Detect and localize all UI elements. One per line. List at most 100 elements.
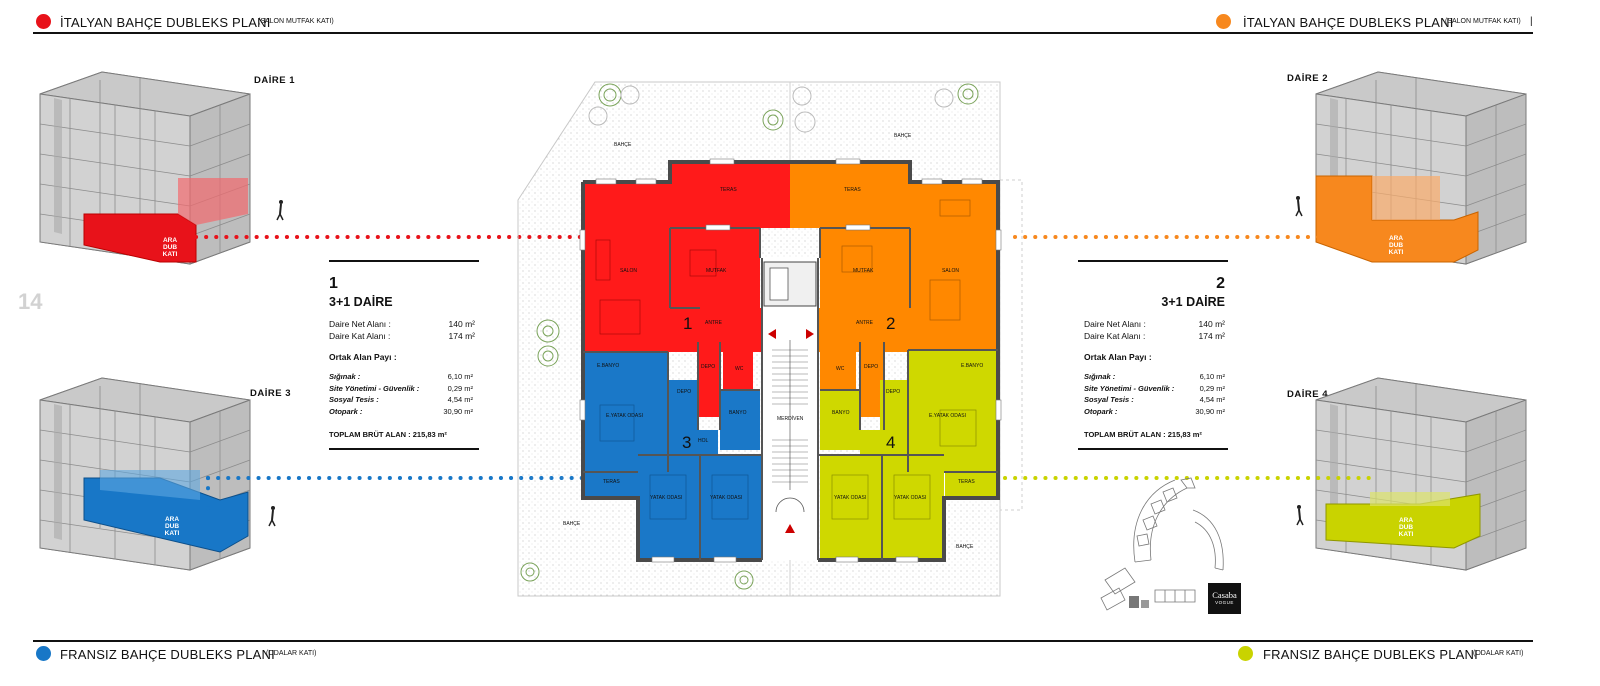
- site-plan-sketch: [1100, 477, 1224, 611]
- arrow-up-icon: [785, 524, 795, 533]
- label-yatak-4b: YATAK ODASI: [894, 495, 927, 501]
- label-wc-1: WC: [735, 366, 744, 372]
- label-merdiven: MERDİVEN: [777, 416, 804, 422]
- label-bahce: BAHÇE: [956, 544, 974, 550]
- panel-kat-row: Daire Kat Alanı :174 m²: [329, 330, 475, 341]
- label-mutfak-2: MUTFAK: [853, 268, 874, 274]
- svg-text:KATI: KATI: [1389, 249, 1404, 256]
- svg-text:ARA: ARA: [1399, 517, 1413, 524]
- person-icon: [268, 196, 1304, 527]
- label-bahce: BAHÇE: [563, 521, 581, 527]
- svg-text:DUB: DUB: [1389, 242, 1403, 249]
- unit-1: [583, 162, 790, 417]
- arrow-right-icon: [806, 329, 814, 339]
- unit-number-2: 2: [886, 314, 896, 333]
- svg-text:ARA: ARA: [1389, 235, 1403, 242]
- panel-unit-type: 3+1 DAİRE: [329, 295, 393, 309]
- panel-total: TOPLAM BRÜT ALAN : 215,83 m²: [1084, 430, 1202, 439]
- label-salon-1: SALON: [620, 268, 637, 274]
- building-label-daire-3: DAİRE 3: [250, 388, 291, 399]
- label-depo-4: DEPO: [886, 389, 901, 395]
- panel-rule-bottom: [329, 448, 479, 450]
- label-teras-2: TERAS: [844, 187, 861, 193]
- blue-legend-dot: [36, 646, 51, 661]
- header-mark-top-right: |: [1530, 16, 1533, 27]
- panel-net-row: Daire Net Alanı :140 m²: [329, 319, 475, 329]
- label-yatak-3b: YATAK ODASI: [710, 495, 743, 501]
- building-label-daire-2: DAİRE 2: [1287, 73, 1328, 84]
- svg-text:ARA: ARA: [165, 516, 179, 523]
- svg-text:KATI: KATI: [165, 530, 180, 537]
- label-yatak-4a: YATAK ODASI: [834, 495, 867, 501]
- label-salon-2: SALON: [942, 268, 959, 274]
- panel-rule-top: [1078, 260, 1228, 262]
- header-title-top-right: İTALYAN BAHÇE DUBLEKS PLANI: [1243, 15, 1454, 30]
- label-bahce: BAHÇE: [894, 133, 912, 139]
- label-teras-3: TERAS: [603, 479, 620, 485]
- header-title-bottom-right: FRANSIZ BAHÇE DUBLEKS PLANI: [1263, 647, 1478, 662]
- header-title-top-left: İTALYAN BAHÇE DUBLEKS PLANI: [60, 15, 271, 30]
- casaba-logo: Casaba VOGUE: [1208, 583, 1241, 614]
- panel-kat-row: Daire Kat Alanı :174 m²: [1084, 330, 1225, 341]
- label-banyo-4: BANYO: [832, 410, 850, 416]
- floor-plan: [517, 81, 1023, 597]
- tree-icon: [520, 83, 979, 590]
- svg-text:DUB: DUB: [163, 244, 177, 251]
- panel-rule-bottom: [1078, 448, 1228, 450]
- panel-total: TOPLAM BRÜT ALAN : 215,83 m²: [329, 430, 447, 439]
- label-ebanyo-3: E.BANYO: [597, 363, 620, 369]
- panel-ortak: Ortak Alan Payı :: [1084, 352, 1152, 362]
- label-teras-1: TERAS: [720, 187, 737, 193]
- top-rule: [33, 32, 1533, 34]
- svg-text:DUB: DUB: [165, 523, 179, 530]
- svg-text:ARA: ARA: [163, 237, 177, 244]
- svg-text:KATI: KATI: [1399, 531, 1414, 538]
- logo-text-casaba: Casaba: [1212, 590, 1237, 600]
- logo-text-vogue: VOGUE: [1215, 600, 1234, 605]
- header-sub-top-left: (SALON MUTFAK KATI): [258, 18, 334, 25]
- header-title-bottom-left: FRANSIZ BAHÇE DUBLEKS PLANI: [60, 647, 275, 662]
- header-sub-bottom-right: (ODALAR KATI): [1473, 650, 1524, 657]
- unit-number-3: 3: [682, 433, 692, 452]
- page-number: 14: [18, 289, 43, 314]
- label-ebanyo-4: E.BANYO: [961, 363, 984, 369]
- yellow-legend-dot: [1238, 646, 1253, 661]
- label-eyatak-3: E.YATAK ODASI: [606, 413, 643, 419]
- bottom-rule: [33, 640, 1533, 642]
- label-depo-3: DEPO: [677, 389, 692, 395]
- header-sub-bottom-left: (ODALAR KATI): [266, 650, 317, 657]
- label-mutfak-1: MUTFAK: [706, 268, 727, 274]
- label-bahce: BAHÇE: [614, 142, 632, 148]
- label-depo-2: DEPO: [864, 364, 879, 370]
- panel-unit-type: 3+1 DAİRE: [1161, 295, 1225, 309]
- label-yatak-3a: YATAK ODASI: [650, 495, 683, 501]
- unit-number-1: 1: [683, 314, 693, 333]
- label-teras-4: TERAS: [958, 479, 975, 485]
- label-banyo-3: BANYO: [729, 410, 747, 416]
- svg-text:DUB: DUB: [1399, 524, 1413, 531]
- building-label-daire-1: DAİRE 1: [254, 75, 295, 86]
- label-hol-3: HOL: [698, 438, 709, 444]
- orange-legend-dot: [1216, 14, 1231, 29]
- label-depo-1: DEPO: [701, 364, 716, 370]
- label-antre-2: ANTRE: [856, 320, 873, 326]
- label-eyatak-4: E.YATAK ODASI: [929, 413, 966, 419]
- building-label-daire-4: DAİRE 4: [1287, 389, 1328, 400]
- info-panel-right: 2 3+1 DAİRE Daire Net Alanı :140 m² Dair…: [1078, 260, 1228, 450]
- unit-3: [583, 352, 762, 560]
- panel-rule-top: [329, 260, 479, 262]
- label-antre-1: ANTRE: [705, 320, 722, 326]
- header-sub-top-right: (SALON MUTFAK KATI): [1445, 18, 1521, 25]
- info-panel-left: 1 3+1 DAİRE Daire Net Alanı :140 m² Dair…: [329, 260, 479, 450]
- arrow-left-icon: [768, 329, 776, 339]
- red-legend-dot: [36, 14, 51, 29]
- unit-number-4: 4: [886, 433, 896, 452]
- panel-unit-number: 1: [329, 275, 338, 292]
- label-wc-2: WC: [836, 366, 845, 372]
- panel-unit-number: 2: [1216, 275, 1225, 292]
- panel-ortak: Ortak Alan Payı :: [329, 352, 397, 362]
- unit-4: [820, 350, 998, 560]
- svg-text:KATI: KATI: [163, 251, 178, 258]
